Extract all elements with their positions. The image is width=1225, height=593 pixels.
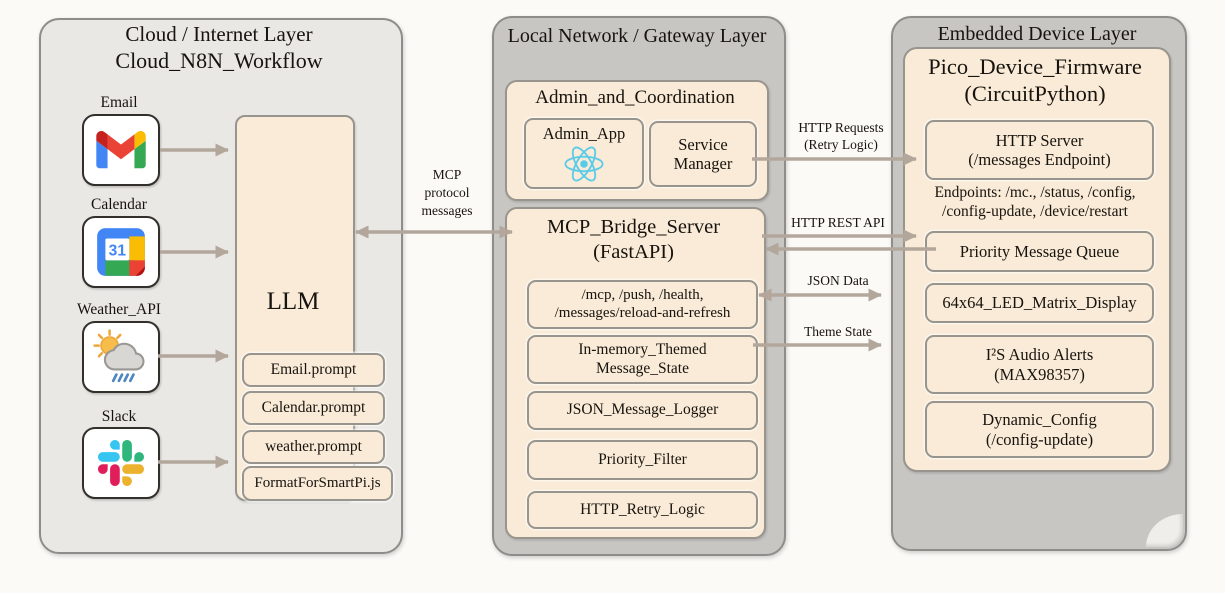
llm-item-weather-prompt: weather.prompt	[242, 430, 385, 464]
priority-message-queue-node: Priority Message Queue	[925, 231, 1154, 272]
calendar-icon-box: 31	[82, 216, 160, 288]
led-matrix-display-node: 64x64_LED_Matrix_Display	[925, 283, 1154, 323]
i2s-audio-alerts-node: I²S Audio Alerts (MAX98357)	[925, 335, 1154, 394]
calendar-source-label: Calendar	[91, 196, 147, 213]
gmail-icon	[96, 131, 146, 169]
endpoints-note: Endpoints: /mc., /status, /config, /conf…	[934, 184, 1136, 221]
llm-item-email-prompt: Email.prompt	[242, 353, 385, 387]
admin-coordination-title: Admin_and_Coordination	[535, 87, 735, 108]
dynamic-config-node: Dynamic_Config (/config-update)	[925, 401, 1154, 458]
pico-firmware-subtitle: (CircuitPython)	[964, 81, 1106, 106]
calendar-day-text: 31	[109, 243, 127, 260]
mcp-bridge-server-subtitle: (FastAPI)	[593, 241, 674, 263]
llm-item-calendar-prompt: Calendar.prompt	[242, 391, 385, 425]
http-server-node: HTTP Server (/messages Endpoint)	[925, 120, 1154, 180]
device-layer-title: Embedded Device Layer	[937, 23, 1137, 45]
in-memory-themed-state-node: In-memory_Themed Message_State	[527, 335, 758, 384]
slack-icon	[98, 440, 144, 486]
theme-state-label: Theme State	[804, 324, 872, 339]
pico-firmware-title: Pico_Device_Firmware	[928, 54, 1142, 79]
slack-source-label: Slack	[101, 408, 137, 425]
json-message-logger-node: JSON_Message_Logger	[527, 391, 758, 430]
mcp-endpoints-node: /mcp, /push, /health, /messages/reload-a…	[527, 280, 758, 329]
priority-filter-node: Priority_Filter	[527, 440, 758, 480]
http-rest-api-label: HTTP REST API	[791, 215, 885, 230]
cloud-layer-title: Cloud / Internet Layer	[125, 22, 313, 46]
llm-title: LLM	[266, 288, 320, 315]
json-data-label: JSON Data	[807, 273, 869, 288]
slack-icon-box	[82, 427, 160, 499]
weather-source-label: Weather_API	[77, 301, 161, 318]
email-source-label: Email	[100, 94, 138, 111]
google-calendar-icon: 31	[97, 228, 145, 276]
react-icon	[564, 146, 604, 182]
gateway-layer-title: Local Network / Gateway Layer	[507, 25, 767, 47]
http-retry-logic-node: HTTP_Retry_Logic	[527, 491, 758, 529]
email-icon-box	[82, 114, 160, 186]
weather-icon	[93, 329, 145, 383]
cloud-layer-subtitle: Cloud_N8N_Workflow	[115, 48, 323, 73]
llm-item-format-js: FormatForSmartPi.js	[242, 466, 393, 501]
mcp-protocol-label: MCP protocol messages	[421, 167, 473, 219]
weather-icon-box	[82, 321, 160, 393]
service-manager-node: Service Manager	[649, 121, 757, 187]
admin-app-node: Admin_App	[524, 118, 644, 189]
mcp-bridge-server-title: MCP_Bridge_Server	[546, 216, 721, 238]
admin-app-label: Admin_App	[542, 124, 626, 144]
http-requests-label: HTTP Requests (Retry Logic)	[798, 120, 884, 152]
